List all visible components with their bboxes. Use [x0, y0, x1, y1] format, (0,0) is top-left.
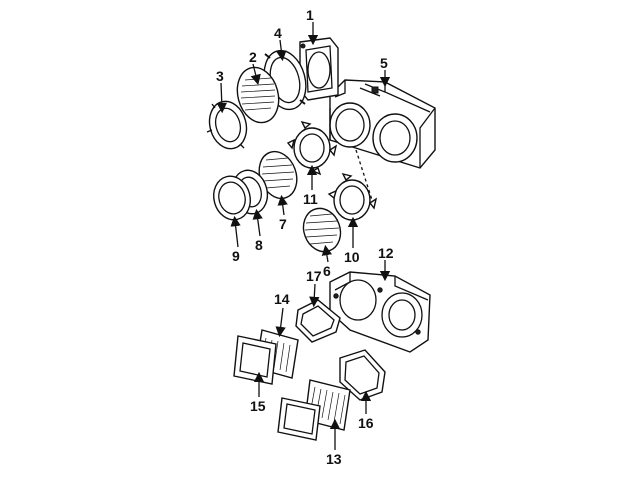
part-13-bezel: [277, 397, 321, 441]
label-part-15: 15: [250, 398, 266, 414]
leader-lines: [216, 22, 391, 450]
label-part-1: 1: [306, 7, 314, 23]
label-part-4: 4: [274, 25, 282, 41]
label-part-3: 3: [216, 68, 224, 84]
part-1-mounting-frame: [299, 37, 339, 101]
label-part-10: 10: [344, 249, 360, 265]
label-part-7: 7: [279, 216, 287, 232]
part-6-lamp: [302, 207, 342, 253]
label-part-8: 8: [255, 237, 263, 253]
part-16-bracket: [339, 349, 386, 401]
part-15-bezel: [233, 335, 277, 385]
part-5-housing: [329, 79, 436, 169]
label-part-11: 11: [303, 191, 318, 207]
label-part-9: 9: [232, 248, 240, 264]
label-part-2: 2: [249, 49, 257, 65]
label-part-13: 13: [326, 451, 342, 467]
part-2-sealed-beam: [236, 66, 280, 124]
part-10-bracket: [327, 172, 378, 221]
part-12-housing: [329, 271, 431, 353]
label-part-6: 6: [323, 263, 331, 279]
label-part-12: 12: [378, 245, 394, 261]
label-part-17: 17: [306, 268, 322, 284]
label-part-5: 5: [380, 55, 388, 71]
label-part-16: 16: [358, 415, 374, 431]
label-part-14: 14: [274, 291, 290, 307]
part-11-bracket: [286, 120, 338, 176]
callout-labels: 1 2 3 4 5 6 7 8 9 10 11 12 13 14 15 16 1…: [216, 7, 394, 467]
